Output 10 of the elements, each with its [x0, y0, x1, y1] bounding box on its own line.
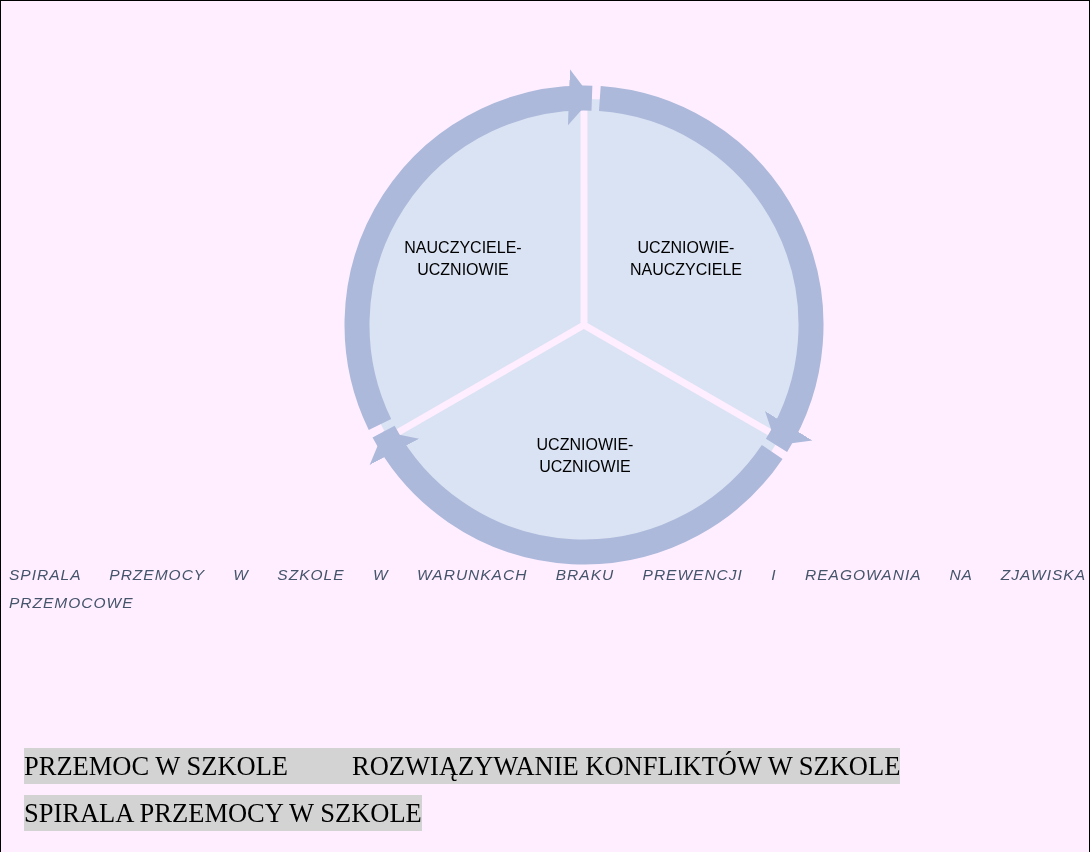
sector-label: UCZNIOWIE- NAUCZYCIELE	[629, 238, 743, 280]
curved-arrow	[598, 86, 824, 452]
curved-arrow	[371, 425, 783, 565]
sector-label: UCZNIOWIE- UCZNIOWIE	[535, 435, 635, 477]
curved-arrow	[344, 70, 593, 430]
highlighted-link-text: SPIRALA PRZEMOCY W SZKOLE	[24, 795, 422, 831]
caption: SPIRALA PRZEMOCY W SZKOLE W WARUNKACH BRAKU PREWENCJI I REAGOWANIA NA ZJAWISKA PRZEMOCOWE	[9, 565, 1086, 613]
sector-label: NAUCZYCIELE- UCZNIOWIE	[403, 238, 523, 280]
highlighted-link-text: ROZWIĄZYWANIE KONFLIKTÓW W SZKOLE	[352, 748, 901, 784]
highlighted-link-text: PRZEMOC W SZKOLE	[24, 748, 353, 784]
